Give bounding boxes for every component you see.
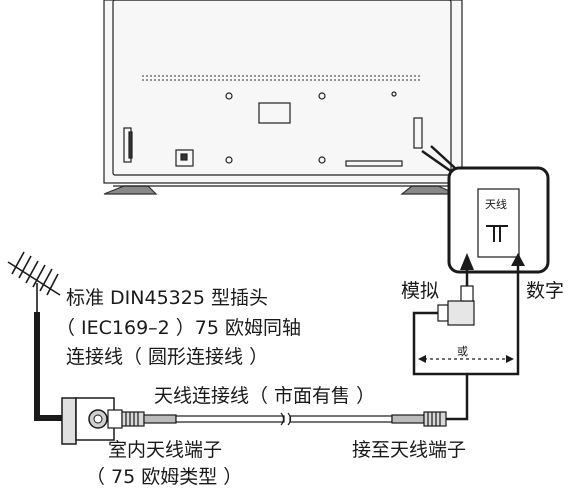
antenna-cable (175, 412, 393, 426)
digital-route-line (467, 264, 520, 376)
tv-screw-hole (318, 92, 326, 100)
coax-plug-left (107, 409, 177, 429)
connect-to-terminal-label: 接至天线端子 (352, 439, 467, 461)
tv-stand-foot-left (103, 185, 158, 195)
digital-arrow-icon (511, 253, 525, 266)
zoom-callout-lines (421, 145, 456, 174)
tv-port-strip (345, 160, 403, 167)
analog-adapter-icon (437, 268, 475, 326)
antenna-plug-type-line2: （ IEC169–2 ）75 欧姆同轴 (56, 317, 302, 339)
antenna-jack-icon (486, 225, 508, 242)
tv-center-plate (258, 102, 291, 124)
tv-screw-hole (225, 92, 233, 100)
antenna-port-panel (447, 166, 550, 274)
outdoor-antenna-icon (7, 251, 61, 312)
port-panel-label: 天线 (485, 198, 507, 211)
wall-terminal-label-line2: （ 75 欧姆类型 ） (86, 466, 243, 488)
tv-screw-hole (225, 156, 233, 164)
analog-label: 模拟 (401, 280, 440, 302)
antenna-plug-type-line1: 标准 DIN45325 型插头 (66, 287, 268, 309)
antenna-plug-type-line3: 连接线（ 圆形连接线 ） (66, 346, 269, 368)
cable-label: 天线连接线（ 市面有售 ） (154, 385, 376, 407)
digital-label: 数字 (526, 280, 565, 302)
analog-arrow-icon (460, 253, 474, 270)
tv-rear-panel (103, 0, 463, 195)
tv-side-ports-right (413, 117, 423, 149)
tv-power-socket (175, 149, 194, 167)
tv-screw-hole (391, 91, 397, 97)
wall-terminal-label-line1: 室内天线端子 (108, 439, 223, 461)
or-label: 或 (457, 345, 468, 358)
tv-screw-hole (318, 156, 326, 164)
coax-plug-right (391, 411, 447, 427)
wall-antenna-terminal (61, 397, 115, 445)
analog-route-line (412, 311, 469, 421)
or-selection-indicator (418, 355, 514, 363)
